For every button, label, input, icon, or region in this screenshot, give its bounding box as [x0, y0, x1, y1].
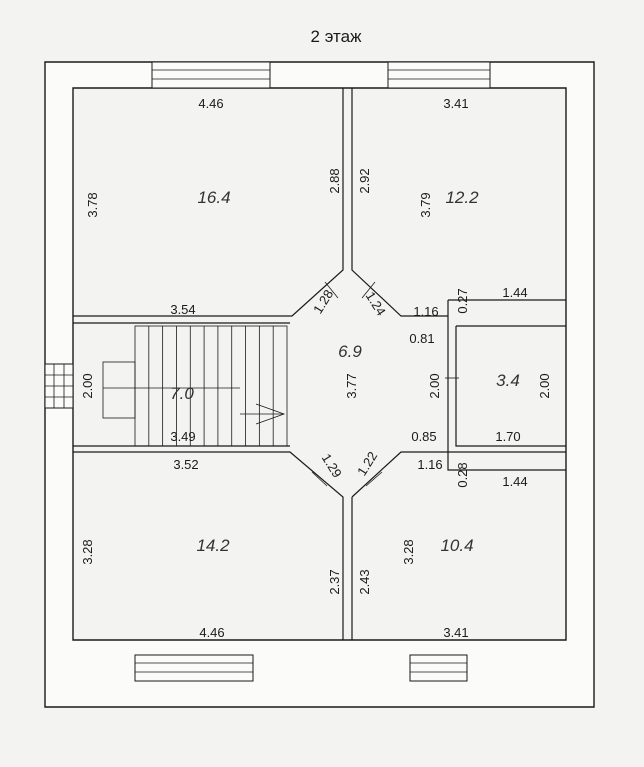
dimension-label: 2.00 [537, 373, 552, 398]
plan-title: 2 этаж [311, 27, 363, 46]
dimension-label: 4.46 [198, 96, 223, 111]
room-area: 7.0 [170, 384, 194, 403]
room-area: 10.4 [440, 536, 473, 555]
dimension-label: 3.28 [401, 539, 416, 564]
dimension-label: 1.16 [413, 304, 438, 319]
dimension-label: 2.37 [327, 569, 342, 594]
dimension-label: 3.28 [80, 539, 95, 564]
dimension-label: 1.16 [417, 457, 442, 472]
dimension-label: 1.44 [502, 474, 527, 489]
dimension-label: 4.46 [199, 625, 224, 640]
dimension-label: 2.88 [327, 168, 342, 193]
dimension-label: 3.78 [85, 192, 100, 217]
room-area: 14.2 [196, 536, 230, 555]
room-area: 3.4 [496, 371, 520, 390]
dimension-label: 3.52 [173, 457, 198, 472]
dimension-label: 0.81 [409, 331, 434, 346]
interior-walls [73, 88, 566, 640]
room-areas: 16.4 12.2 6.9 7.0 3.4 14.2 10.4 [170, 188, 520, 555]
window-top-right [387, 61, 491, 89]
dimension-label: 0.28 [455, 462, 470, 487]
window-left [44, 363, 74, 409]
dimension-label: 3.41 [443, 625, 468, 640]
dimension-label: 2.00 [427, 373, 442, 398]
window-bottom-right [409, 654, 468, 682]
dimension-label: 0.85 [411, 429, 436, 444]
dimension-label: 3.41 [443, 96, 468, 111]
dimensions: 4.46 3.41 3.78 2.88 2.92 3.79 1.44 0.27 … [80, 96, 552, 640]
dimension-label: 3.54 [170, 302, 195, 317]
room-area: 6.9 [338, 342, 362, 361]
dimension-label: 1.29 [319, 451, 345, 480]
dimension-label: 2.00 [80, 373, 95, 398]
dimension-label: 2.92 [357, 168, 372, 193]
room-area: 12.2 [445, 188, 479, 207]
staircase [102, 325, 288, 447]
dimension-label: 1.70 [495, 429, 520, 444]
doors [311, 281, 459, 487]
dimension-label: 1.24 [363, 289, 389, 318]
dimension-label: 3.79 [418, 192, 433, 217]
dimension-label: 2.43 [357, 569, 372, 594]
windows [44, 61, 491, 682]
dimension-label: 3.77 [344, 373, 359, 398]
dimension-label: 1.44 [502, 285, 527, 300]
dimension-label: 3.49 [170, 429, 195, 444]
window-top-left [151, 61, 271, 89]
room-area: 16.4 [197, 188, 230, 207]
dimension-label: 0.27 [455, 288, 470, 313]
window-bottom-left [134, 654, 254, 682]
